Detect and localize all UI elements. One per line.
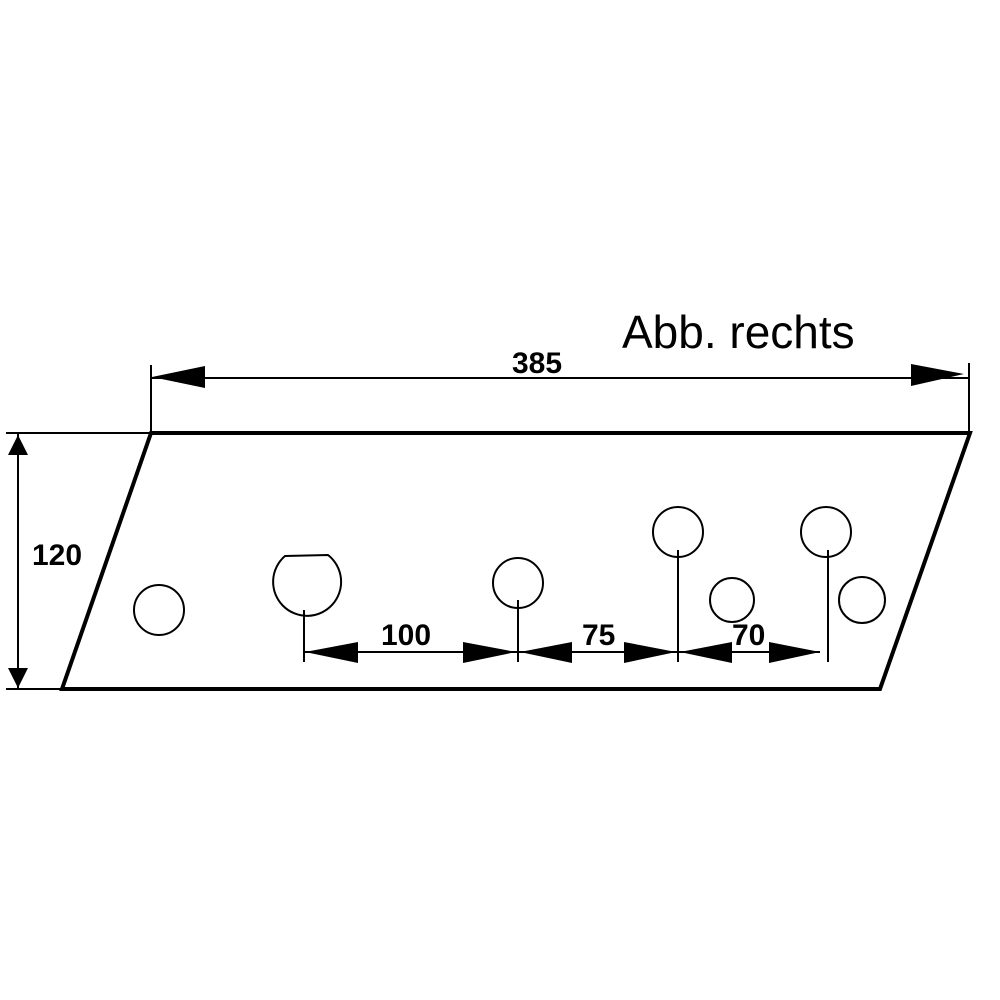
hole-2-flatted	[272, 553, 343, 617]
caption-text: Abb. rechts	[622, 306, 855, 358]
hole-4	[652, 506, 704, 558]
dimension-overall-length: 385	[150, 347, 970, 432]
dim-75-label: 75	[582, 619, 615, 652]
arrow-up-icon	[8, 435, 28, 455]
dimension-hole-spacing: 100 75 70	[303, 550, 829, 663]
hole-7	[838, 576, 886, 624]
arrow-left-icon	[152, 366, 205, 388]
dim-70-label: 70	[732, 619, 765, 652]
hole-5	[709, 577, 755, 623]
hole-1	[133, 584, 185, 636]
part-outline	[59, 431, 973, 691]
dim-100-label: 100	[381, 619, 431, 652]
dimension-height: 120	[6, 432, 150, 690]
arrow-down-icon	[8, 668, 28, 688]
dim-385-label: 385	[512, 347, 562, 380]
arrow-right-icon	[911, 364, 964, 386]
holes	[133, 506, 886, 636]
hole-6	[800, 506, 852, 558]
dim-120-label: 120	[32, 539, 82, 572]
